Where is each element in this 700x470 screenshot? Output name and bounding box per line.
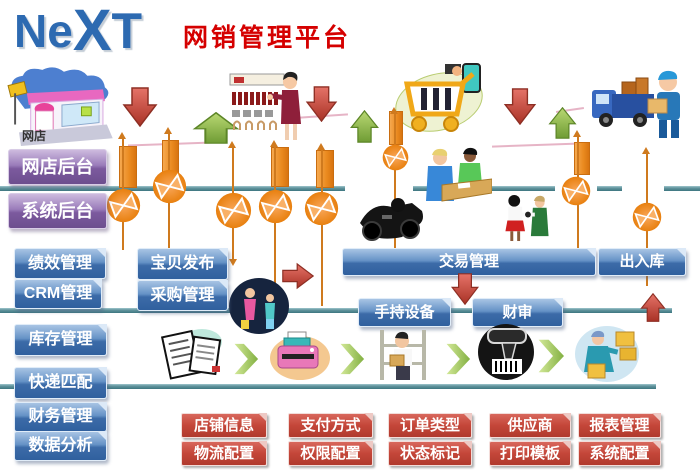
module-crm: CRM管理 — [14, 279, 102, 309]
red-down-arrow-icon — [122, 87, 158, 127]
stem-arrowhead — [642, 147, 650, 154]
courier-motorbike-clipart-icon — [360, 198, 423, 241]
valve-icon — [258, 189, 293, 224]
green-chevron-icon — [338, 342, 366, 376]
barcode-scanner-clipart-icon — [478, 324, 534, 380]
stem-arrowhead — [118, 132, 126, 139]
config-payment-method: 支付方式 — [288, 413, 373, 438]
stem-arrowhead — [270, 140, 278, 147]
order-documents-clipart-icon — [160, 329, 222, 380]
red-right-arrow-icon — [282, 260, 314, 292]
valve-icon — [152, 169, 187, 204]
stem-arrowhead — [228, 141, 236, 148]
module-express-match: 快递匹配 — [14, 367, 107, 399]
logo-part: X — [72, 0, 112, 63]
flow-stem — [394, 113, 396, 253]
valve-icon — [106, 188, 141, 223]
module-inventory: 库存管理 — [14, 324, 107, 356]
online-store-clipart-icon — [7, 67, 113, 146]
module-analytics: 数据分析 — [14, 431, 107, 461]
process-line-1-dash — [664, 186, 700, 191]
red-down-arrow-icon — [503, 88, 537, 125]
stem-arrowhead — [390, 107, 398, 114]
module-listing: 宝贝发布 — [137, 248, 228, 280]
config-order-type: 订单类型 — [388, 413, 472, 438]
flow-stem — [274, 146, 276, 306]
red-down-arrow-icon — [305, 86, 338, 122]
module-trade: 交易管理 — [342, 248, 596, 276]
valve-icon — [632, 202, 662, 232]
config-permission: 权限配置 — [288, 441, 373, 466]
logo-part: Ne — [14, 5, 73, 57]
module-finance-audit: 财审 — [472, 298, 563, 327]
green-up-arrow-icon — [349, 110, 380, 143]
process-line-3 — [0, 384, 656, 389]
page-title: 网销管理平台 — [183, 24, 352, 52]
module-finance: 财务管理 — [14, 402, 107, 432]
process-line-1-dash — [597, 186, 622, 191]
config-print-template: 打印模板 — [489, 441, 571, 466]
flow-bar — [316, 150, 334, 188]
red-down-arrow-icon — [446, 273, 484, 305]
stem-arrowhead — [317, 143, 325, 150]
handshake-clipart-icon — [505, 194, 549, 242]
valve-icon — [304, 191, 339, 226]
module-handheld: 手持设备 — [358, 298, 451, 327]
backend-shop-box: 网店后台 — [8, 149, 107, 185]
shop-caption: 网店 — [22, 129, 47, 143]
green-chevron-icon — [232, 342, 260, 376]
product-shelf-clipart-icon — [229, 71, 301, 140]
config-store-info: 店铺信息 — [181, 413, 267, 438]
valve-icon — [561, 176, 591, 206]
module-warehouse-io: 出入库 — [598, 248, 686, 276]
flow-bar — [389, 111, 403, 145]
stem-arrowhead — [229, 259, 237, 266]
printer-clipart-icon — [270, 331, 330, 380]
config-report-mgmt: 报表管理 — [578, 413, 661, 438]
red-up-arrow-icon — [636, 293, 670, 322]
customer-service-clipart-icon — [426, 147, 492, 202]
process-line-2 — [0, 308, 672, 313]
shopper-clipart-icon — [229, 278, 289, 334]
config-status-mark: 状态标记 — [388, 441, 472, 466]
logo-part: T — [111, 3, 143, 59]
module-purchasing: 采购管理 — [137, 280, 228, 311]
warehouse-picking-clipart-icon — [380, 330, 426, 380]
green-chevron-icon — [536, 338, 566, 374]
config-system: 系统配置 — [578, 441, 661, 466]
stem-arrowhead — [164, 127, 172, 134]
process-line-1-dash — [488, 186, 555, 191]
backend-system-box: 系统后台 — [8, 193, 107, 229]
flow-stem — [321, 149, 323, 306]
packing-clipart-icon — [575, 326, 639, 382]
stem-arrowhead — [573, 130, 581, 137]
green-chevron-icon — [444, 342, 472, 376]
config-logistics: 物流配置 — [181, 441, 267, 466]
delivery-truck-clipart-icon — [592, 70, 680, 138]
valve-icon — [215, 192, 252, 229]
shopping-cart-clipart-icon — [395, 63, 483, 132]
config-supplier: 供应商 — [489, 413, 571, 438]
valve-icon — [382, 144, 409, 171]
platform-line — [491, 142, 585, 148]
module-performance: 绩效管理 — [14, 248, 106, 279]
